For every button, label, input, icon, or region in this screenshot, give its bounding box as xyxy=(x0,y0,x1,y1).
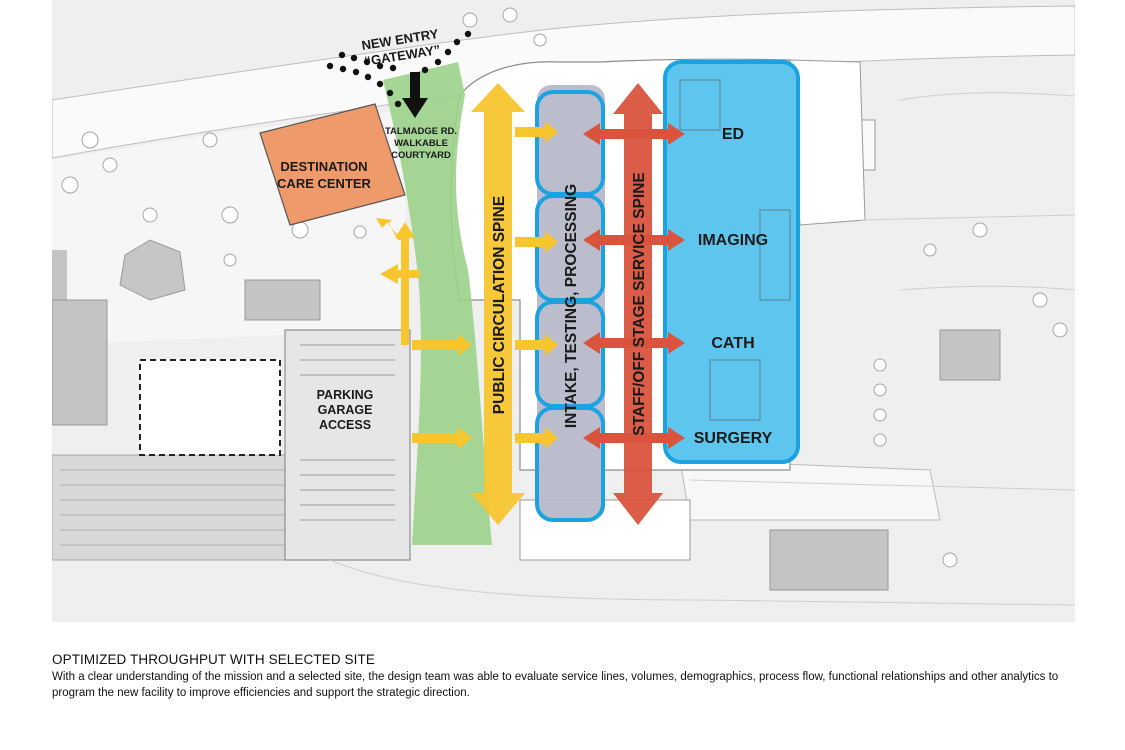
courtyard-label-line2: WALKABLE xyxy=(394,138,448,149)
dept-cath-label: CATH xyxy=(711,335,754,352)
intake-label: INTAKE, TESTING, PROCESSING xyxy=(563,184,580,428)
caption: OPTIMIZED THROUGHPUT WITH SELECTED SITE … xyxy=(52,652,1072,701)
dept-surgery-label: SURGERY xyxy=(694,430,773,447)
destination-care-center-building xyxy=(259,103,406,226)
entry-arrow xyxy=(402,72,428,118)
dept-ed-label: ED xyxy=(722,126,744,143)
service-spine-arrow xyxy=(613,83,663,525)
site-plan-diagram: NEW ENTRY “GATEWAY” TALMADGE RD. WALKABL… xyxy=(52,0,1075,622)
entry-gateway-dots xyxy=(326,30,472,108)
courtyard-label-line3: COURTYARD xyxy=(391,150,451,161)
destination-label: DESTINATION CARE CENTER xyxy=(277,159,372,191)
public-spine-label: PUBLIC CIRCULATION SPINE xyxy=(491,196,508,414)
destination-label-line2: CARE CENTER xyxy=(277,176,372,191)
dept-imaging-label: IMAGING xyxy=(698,232,768,249)
parking-label-line3: ACCESS xyxy=(319,418,371,432)
service-spine-label: STAFF/OFF STAGE SERVICE SPINE xyxy=(631,172,648,436)
service-link-arrows xyxy=(583,123,685,449)
caption-body: With a clear understanding of the missio… xyxy=(52,671,1059,699)
departments-zone xyxy=(663,60,800,464)
parking-label: PARKING GARAGE ACCESS xyxy=(317,388,374,432)
parking-label-line1: PARKING xyxy=(317,388,374,402)
public-link-arrows xyxy=(376,121,558,449)
courtyard-label: TALMADGE RD. WALKABLE COURTYARD xyxy=(385,126,457,161)
destination-label-line1: DESTINATION xyxy=(280,159,367,174)
parking-label-line2: GARAGE xyxy=(318,403,373,417)
public-circulation-spine-arrow xyxy=(471,83,525,525)
walkable-courtyard-zone xyxy=(383,62,492,545)
caption-title: OPTIMIZED THROUGHPUT WITH SELECTED SITE xyxy=(52,652,375,667)
courtyard-label-line1: TALMADGE RD. xyxy=(385,126,457,137)
intake-outlines xyxy=(535,90,605,522)
